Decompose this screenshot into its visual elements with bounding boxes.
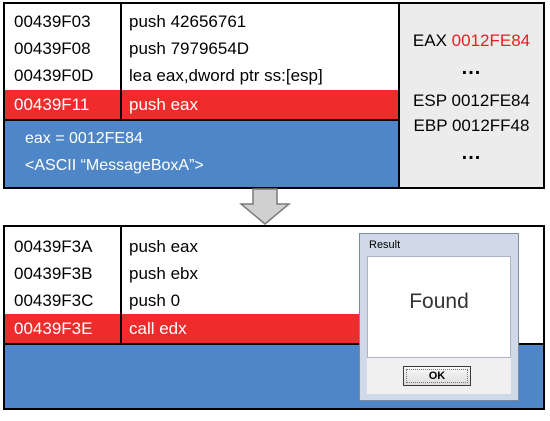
column-divider — [120, 227, 122, 343]
instruction-address: 00439F3E — [14, 319, 93, 338]
instruction-address: 00439F3A — [14, 237, 93, 256]
register-value: 0012FE84 — [451, 91, 530, 110]
code-row[interactable]: 00439F3B push ebx — [5, 260, 398, 287]
dialog-title: Result — [369, 239, 401, 251]
down-arrow-icon — [239, 188, 291, 225]
ellipsis: ... — [461, 57, 482, 79]
result-message-box: Result Found OK — [359, 233, 519, 401]
register-esp[interactable]: ESP 0012FE84 — [400, 91, 543, 111]
instruction-address: 00439F11 — [14, 95, 90, 114]
code-row[interactable]: 00439F3A push eax — [5, 233, 398, 260]
code-row-highlighted[interactable]: 00439F3E call edx — [5, 314, 395, 343]
column-divider — [120, 4, 122, 119]
register-pane: EAX 0012FE84 ... ESP 0012FE84 EBP 0012FF… — [400, 4, 543, 187]
ellipsis: ... — [461, 142, 482, 164]
info-register-value: eax = 0012FE84 — [25, 130, 143, 147]
dialog-client-area: Found — [367, 256, 511, 358]
instruction-text: push 0 — [129, 291, 181, 310]
code-row[interactable]: 00439F3C push 0 — [5, 287, 398, 314]
register-value: 0012FF48 — [451, 116, 530, 135]
instruction-text: lea eax,dword ptr ss:[esp] — [129, 66, 323, 85]
register-name: ESP — [413, 91, 447, 110]
code-row[interactable]: 00439F03 push 42656761 — [5, 8, 398, 35]
register-name: EBP — [413, 116, 448, 135]
ok-button[interactable]: OK — [403, 366, 471, 386]
code-row[interactable]: 00439F0D lea eax,dword ptr ss:[esp] — [5, 62, 398, 89]
pane-divider — [398, 4, 400, 187]
instruction-text: push 42656761 — [129, 12, 247, 31]
register-eax[interactable]: EAX 0012FE84 — [400, 31, 543, 51]
register-ebp[interactable]: EBP 0012FF48 — [400, 116, 543, 136]
code-row[interactable]: 00439F08 push 7979654D — [5, 35, 398, 62]
dialog-message: Found — [409, 290, 469, 313]
instruction-address: 00439F0D — [14, 66, 94, 85]
instruction-text: push eax — [129, 237, 198, 256]
info-string-value: <ASCII “MessageBoxA”> — [25, 157, 204, 174]
row-divider — [5, 119, 398, 121]
code-row-highlighted[interactable]: 00439F11 push eax — [5, 90, 398, 119]
row-divider — [5, 343, 543, 345]
register-value: 0012FE84 — [451, 31, 531, 50]
dialog-button-bar: OK — [367, 358, 511, 394]
instruction-address: 00439F03 — [14, 12, 91, 31]
value-info-pane: eax = 0012FE84 <ASCII “MessageBoxA”> — [5, 119, 398, 187]
instruction-text: call edx — [129, 319, 187, 338]
instruction-address: 00439F3C — [14, 291, 94, 310]
top-disassembly-panel: 00439F03 push 42656761 00439F08 push 797… — [3, 2, 545, 189]
instruction-address: 00439F3B — [14, 264, 93, 283]
instruction-text: push eax — [129, 95, 198, 114]
instruction-address: 00439F08 — [14, 39, 91, 58]
instruction-text: push ebx — [129, 264, 198, 283]
register-name: EAX — [412, 31, 447, 50]
instruction-text: push 7979654D — [129, 39, 250, 58]
